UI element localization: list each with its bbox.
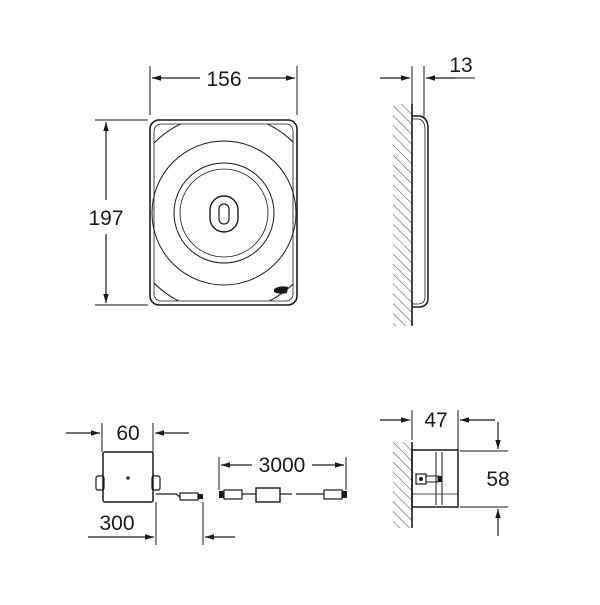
cable-offset-dimension: 300 — [88, 502, 235, 545]
install-depth-dimension: 47 — [380, 409, 495, 455]
extension-cable-view: 3000 — [218, 454, 347, 503]
install-height-label: 58 — [486, 468, 509, 491]
front-view: 156 197 — [88, 66, 298, 306]
flush-plate — [149, 119, 298, 306]
control-box-view: 60 300 — [66, 422, 235, 545]
depth-label: 13 — [449, 54, 472, 77]
sensor-rings — [151, 124, 297, 301]
plate-profile — [412, 115, 429, 308]
height-label: 197 — [88, 207, 123, 230]
box-width-dimension: 60 — [66, 422, 189, 452]
control-box — [102, 451, 154, 503]
box-width-label: 60 — [116, 422, 139, 445]
height-dimension: 197 — [88, 119, 148, 306]
sensor-window — [209, 195, 239, 233]
install-depth-label: 47 — [424, 409, 447, 432]
brand-logo-icon — [274, 286, 288, 294]
wall-hatching — [393, 104, 412, 326]
cable-length-dimension: 3000 — [218, 454, 347, 490]
width-dimension: 156 — [149, 66, 298, 115]
width-label: 156 — [206, 68, 241, 91]
cable-module — [255, 487, 281, 503]
install-wall-hatching — [393, 442, 412, 528]
cable-offset-label: 300 — [99, 512, 134, 535]
box-cable — [156, 492, 203, 501]
depth-dimension: 13 — [380, 54, 475, 118]
cable-length-label: 3000 — [259, 454, 306, 477]
installation-view: 47 58 — [380, 409, 510, 536]
install-height-dimension: 58 — [460, 422, 510, 536]
side-view: 13 — [380, 54, 475, 326]
mounted-box — [411, 449, 459, 508]
